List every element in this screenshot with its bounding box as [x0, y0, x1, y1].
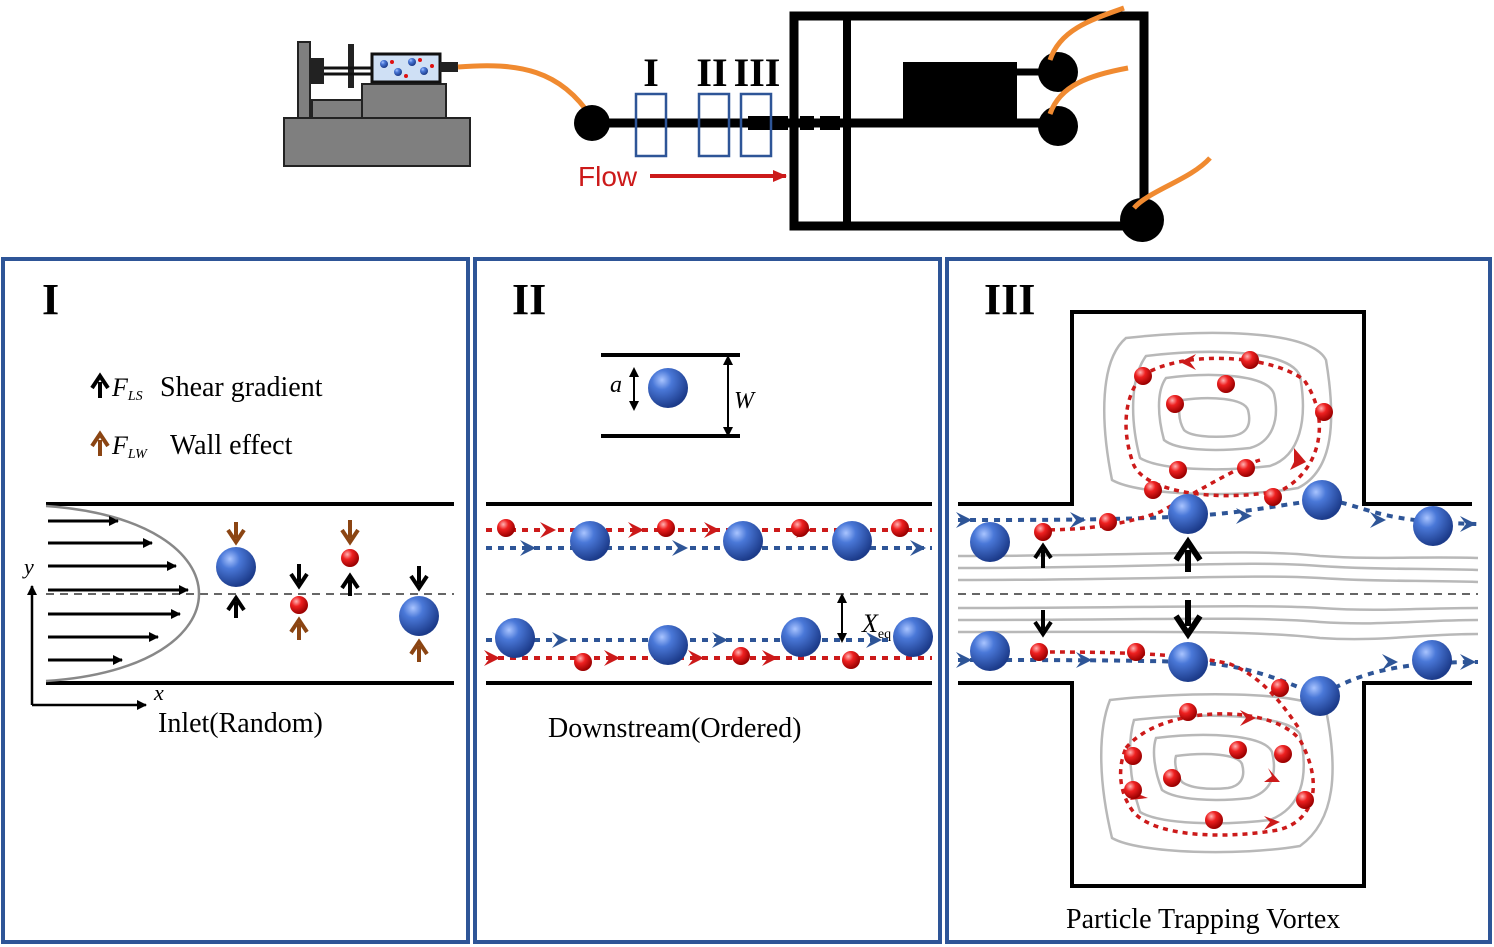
red-particle	[1124, 781, 1142, 799]
axis-y-label: y	[22, 554, 34, 579]
blue-particle	[216, 547, 256, 587]
syringe-pump	[283, 41, 471, 167]
red-particle	[1296, 791, 1314, 809]
axis-x-label: x	[153, 680, 164, 705]
blue-particle	[781, 617, 821, 657]
red-particle	[1124, 747, 1142, 765]
label-xeq: Xeq	[861, 609, 891, 642]
legend-shear-gradient: FLS Shear gradient	[90, 372, 323, 404]
blue-particle	[1412, 640, 1452, 680]
top-schematic: I II III Flow	[283, 5, 1212, 242]
label-a: a	[610, 372, 622, 398]
red-particle	[732, 647, 750, 665]
blue-particle	[1168, 494, 1208, 534]
svg-text:FLS: FLS	[111, 373, 143, 404]
blue-particle	[1168, 642, 1208, 682]
station-label-2: II	[696, 50, 727, 95]
outlet-port-1	[1038, 52, 1078, 92]
chip-frame	[789, 11, 1149, 231]
panel-inlet: I FLS Shear gradient FLW Wall effect	[1, 257, 470, 944]
red-particle	[1099, 513, 1117, 531]
scale-inset: a W	[601, 353, 756, 438]
blue-particle	[1300, 676, 1340, 716]
outlet-port-3	[1120, 198, 1164, 242]
panel-3-border	[945, 257, 1492, 944]
station-label-3: III	[734, 50, 781, 95]
blue-particle	[399, 596, 439, 636]
streamlines	[957, 331, 1479, 854]
flow-label: Flow	[578, 161, 638, 192]
panel-1-border	[1, 257, 470, 944]
station-window-1	[634, 92, 668, 158]
blue-particle	[648, 625, 688, 665]
brown-arrow-icon	[90, 430, 110, 456]
panel-1-caption: Inlet(Random)	[158, 708, 323, 739]
red-particle	[891, 519, 909, 537]
red-particle	[290, 596, 308, 614]
panel-3-numeral: III	[984, 275, 1035, 324]
red-particle	[1179, 703, 1197, 721]
red-particle	[1271, 679, 1289, 697]
station-window-3	[739, 92, 773, 158]
blue-particle	[723, 521, 763, 561]
panel-2-caption: Downstream(Ordered)	[548, 713, 801, 744]
blue-particle	[970, 522, 1010, 562]
panel-1-numeral: I	[42, 275, 59, 324]
blue-particle	[1413, 506, 1453, 546]
red-particle	[1169, 461, 1187, 479]
blue-particle	[1302, 480, 1342, 520]
label-w: W	[734, 388, 756, 414]
red-particle	[842, 651, 860, 669]
red-particle	[1315, 403, 1333, 421]
blue-particle	[570, 521, 610, 561]
blue-particle	[893, 617, 933, 657]
red-particle	[1144, 481, 1162, 499]
red-particle	[1241, 351, 1259, 369]
chip-chamber	[903, 62, 1017, 120]
panel-2-border	[473, 257, 942, 944]
svg-text:FLW: FLW	[111, 431, 148, 462]
svg-text:Wall effect: Wall effect	[170, 430, 293, 461]
red-particle	[1034, 523, 1052, 541]
outlet-port-2	[1038, 106, 1078, 146]
red-particle	[1163, 769, 1181, 787]
panel-2-numeral: II	[512, 275, 546, 324]
legend-wall-effect: FLW Wall effect	[90, 430, 293, 462]
station-window-2	[697, 92, 731, 158]
red-particle	[497, 519, 515, 537]
panel-3-caption: Particle Trapping Vortex	[1066, 904, 1340, 935]
red-particle	[1134, 367, 1152, 385]
red-particle	[791, 519, 809, 537]
red-particle	[1237, 459, 1255, 477]
velocity-vectors	[48, 516, 189, 665]
panel-downstream: II a W	[473, 257, 942, 944]
station-label-1: I	[643, 50, 659, 95]
red-particle	[1166, 395, 1184, 413]
red-particle	[1127, 643, 1145, 661]
svg-text:Shear gradient: Shear gradient	[160, 372, 323, 403]
blue-particle	[970, 631, 1010, 671]
black-arrow-icon	[90, 372, 110, 398]
red-particle	[1274, 745, 1292, 763]
red-particle	[1229, 741, 1247, 759]
red-particle	[1030, 643, 1048, 661]
inlet-tubing	[457, 63, 595, 120]
red-particle	[657, 519, 675, 537]
red-particle	[1205, 811, 1223, 829]
panel-vortex: III	[945, 257, 1492, 944]
blue-particle	[832, 521, 872, 561]
red-particle	[574, 653, 592, 671]
expansion-chamber-wall	[958, 310, 1472, 506]
blue-particle	[495, 618, 535, 658]
red-particle	[341, 549, 359, 567]
red-particle	[1264, 488, 1282, 506]
red-particle	[1217, 375, 1235, 393]
